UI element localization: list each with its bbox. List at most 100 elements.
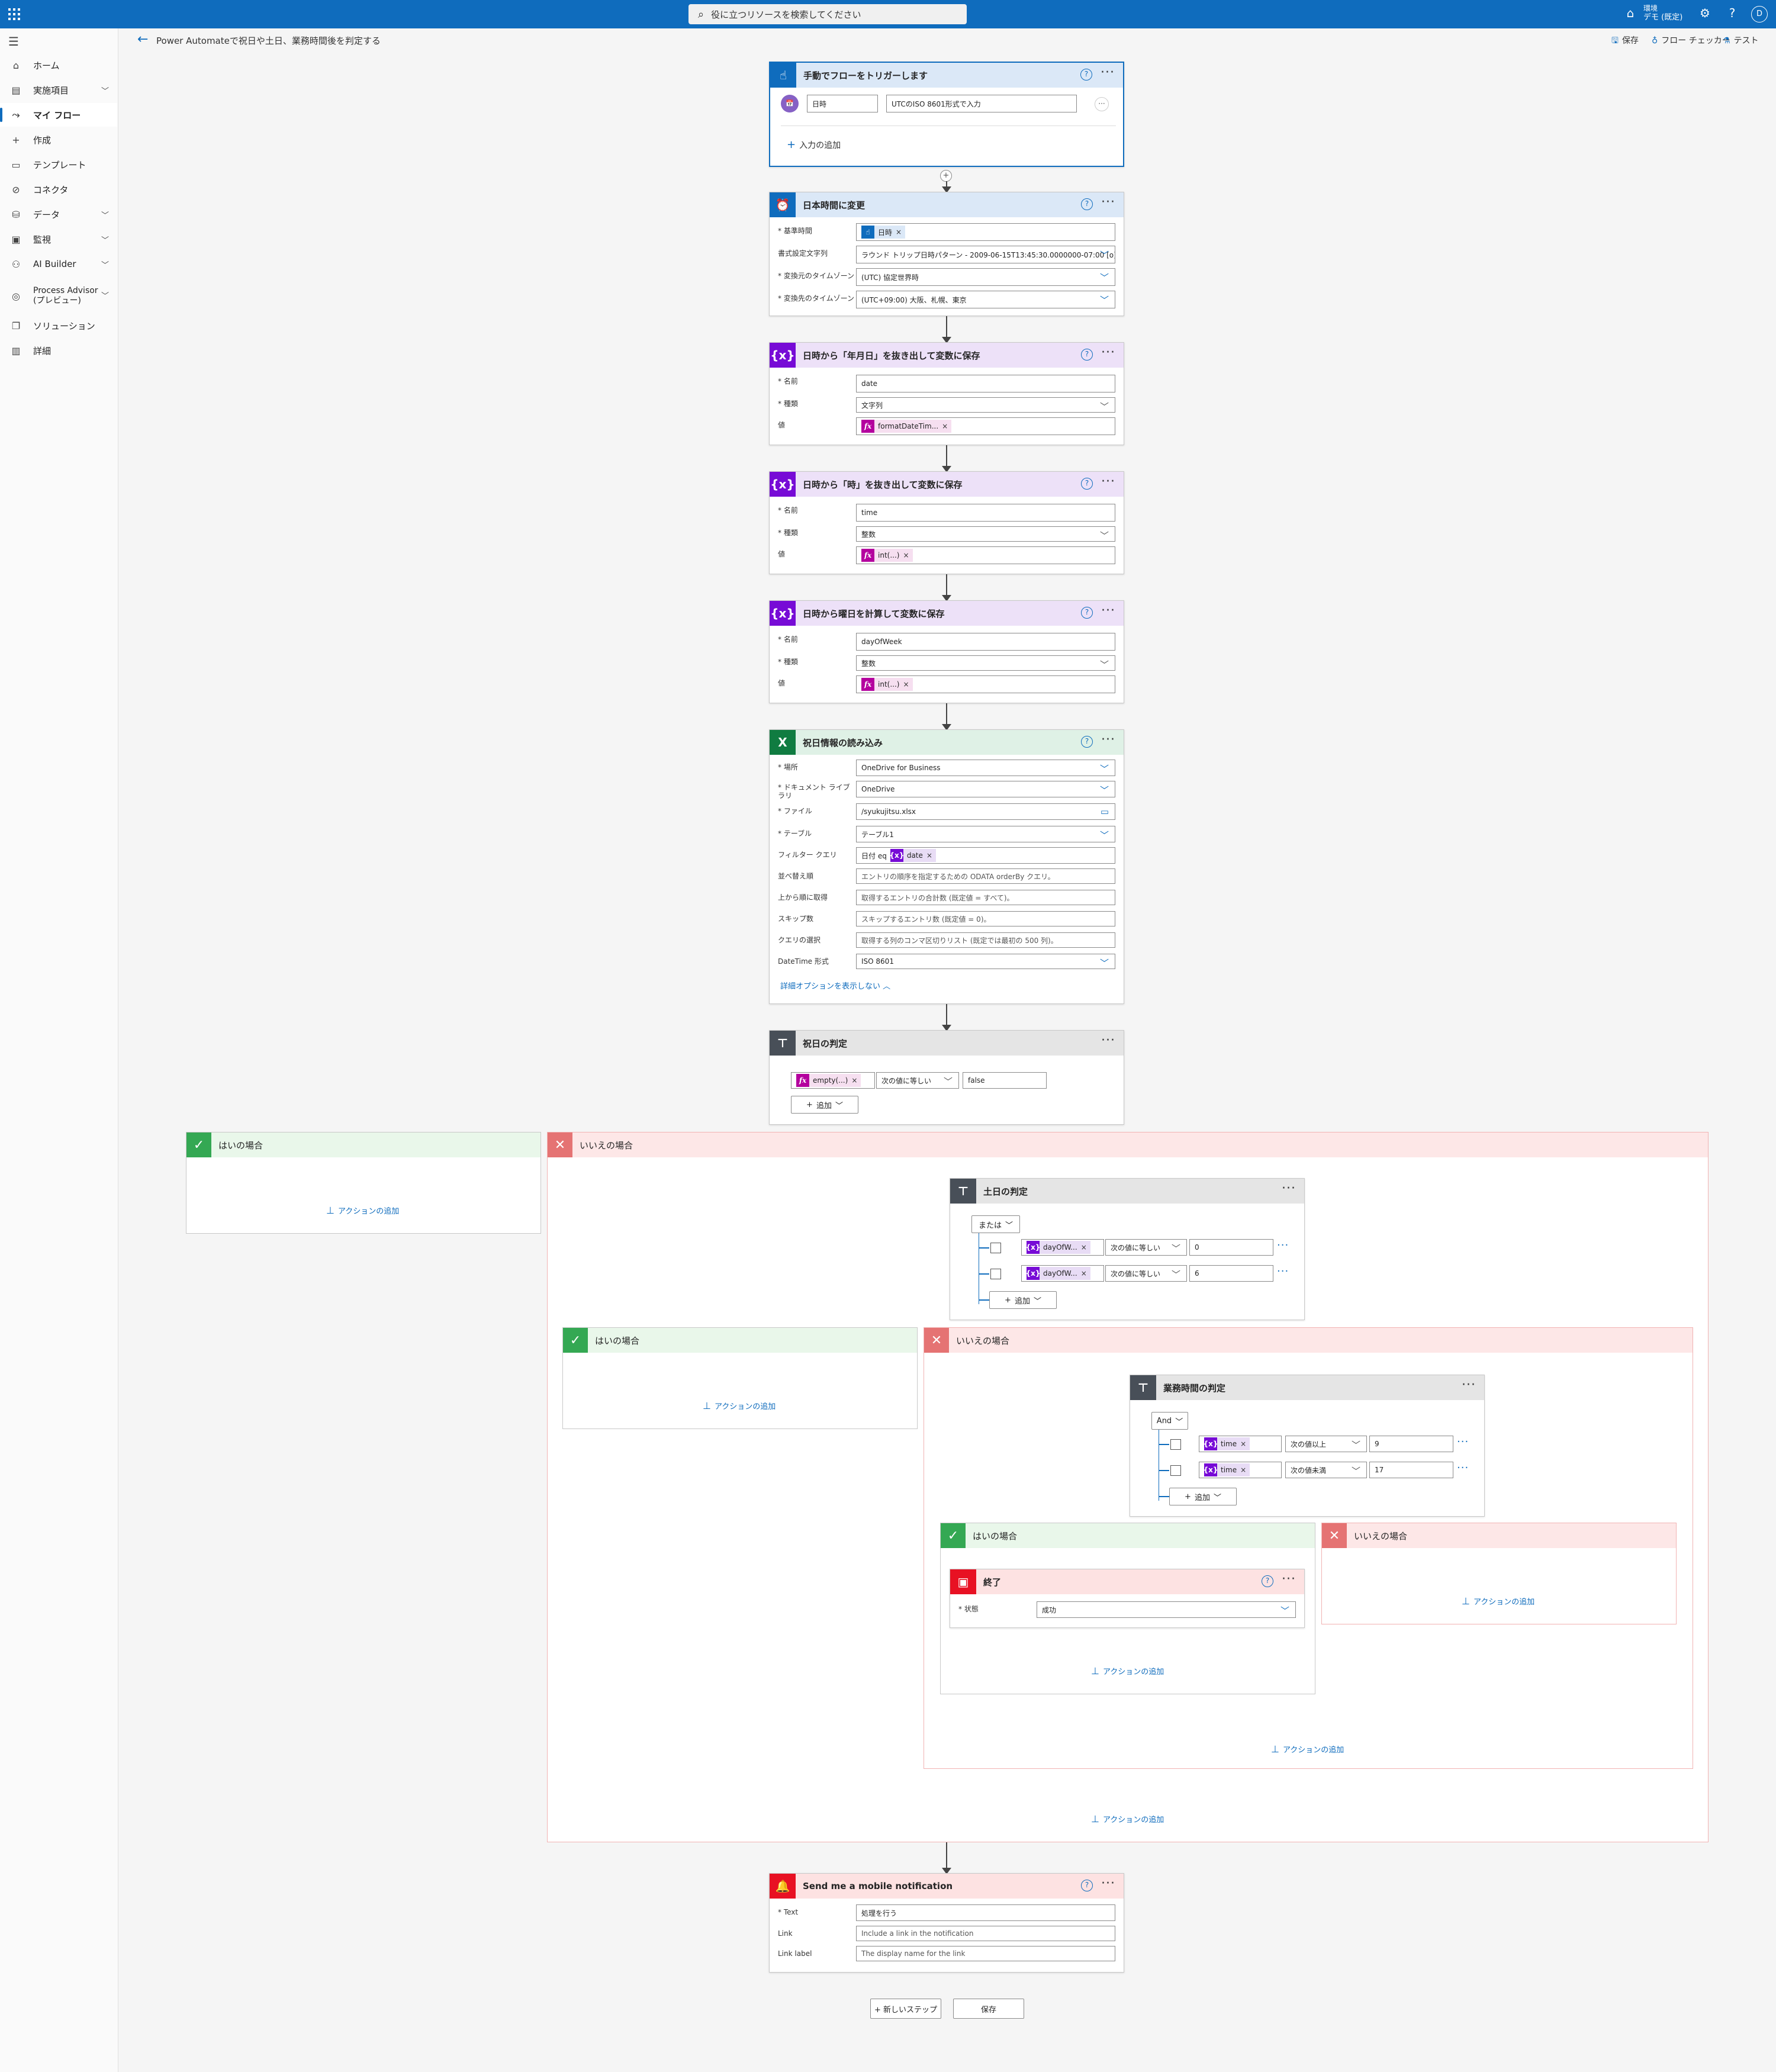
add-condition-button[interactable]: +追加﹀: [791, 1096, 858, 1114]
nav-solutions[interactable]: ❐ソリューション: [0, 314, 117, 337]
row-select-checkbox[interactable]: [990, 1243, 1001, 1253]
remove-token-icon[interactable]: ×: [851, 1076, 858, 1085]
condition-right-operand[interactable]: 17: [1369, 1462, 1453, 1478]
row-select-checkbox[interactable]: [1170, 1465, 1181, 1476]
more-options-icon[interactable]: ···: [1101, 195, 1115, 210]
logic-operator-dropdown[interactable]: And﹀: [1151, 1412, 1188, 1430]
condition-operator-dropdown[interactable]: 次の値未満﹀: [1285, 1462, 1367, 1478]
status-dropdown[interactable]: 成功﹀: [1037, 1601, 1296, 1618]
add-condition-button[interactable]: +追加﹀: [1169, 1488, 1237, 1505]
excel-list-rows-card[interactable]: X 祝日情報の読み込み ? ··· * 場所 OneDrive for Busi…: [769, 729, 1124, 1004]
trigger-card[interactable]: ☝ 手動でフローをトリガーします ? ··· 📅 日時 UTCのISO 8601…: [769, 62, 1124, 167]
nav-monitor[interactable]: ▣監視﹀: [0, 227, 117, 251]
row-more-icon[interactable]: ···: [1457, 1436, 1469, 1448]
help-icon[interactable]: ?: [1729, 6, 1736, 20]
more-options-icon[interactable]: ···: [1282, 1572, 1296, 1587]
add-action-link[interactable]: ⊥アクションの追加: [1091, 1665, 1164, 1677]
add-action-link[interactable]: ⊥アクションの追加: [1271, 1743, 1344, 1755]
help-icon[interactable]: ?: [1081, 198, 1093, 210]
help-icon[interactable]: ?: [1081, 1880, 1093, 1891]
back-arrow-icon[interactable]: ←: [137, 32, 149, 47]
input-more-icon[interactable]: ···: [1095, 97, 1109, 111]
filter-query-field[interactable]: 日付 eq{x}date×: [856, 847, 1115, 864]
notification-text-field[interactable]: 処理を行う: [856, 1904, 1115, 1921]
search-box[interactable]: ⌕役に立つリソースを検索してください: [688, 4, 967, 24]
help-icon[interactable]: ?: [1081, 478, 1093, 490]
insert-step-plus-icon[interactable]: +: [940, 170, 952, 182]
variable-name-field[interactable]: dayOfWeek: [856, 633, 1115, 651]
terminate-card[interactable]: ▣ 終了 ? ··· * 状態 成功﹀: [950, 1569, 1305, 1628]
remove-token-icon[interactable]: ×: [903, 551, 909, 559]
business-hours-condition-card[interactable]: ⊤ 業務時間の判定 ··· And﹀ {x}time× 次の値以上﹀ 9 ···…: [1130, 1375, 1485, 1517]
hamburger-menu-icon[interactable]: ☰: [8, 34, 19, 49]
remove-token-icon[interactable]: ×: [926, 851, 932, 860]
skip-count-field[interactable]: スキップするエントリ数 (既定値 = 0)。: [856, 911, 1115, 926]
more-options-icon[interactable]: ···: [1101, 474, 1115, 489]
more-options-icon[interactable]: ···: [1101, 1876, 1115, 1891]
variable-token[interactable]: {x}dayOfW...×: [1026, 1241, 1090, 1254]
top-count-field[interactable]: 取得するエントリの合計数 (既定値 = すべて)。: [856, 890, 1115, 905]
nav-connectors[interactable]: ⊘コネクタ: [0, 178, 117, 201]
remove-token-icon[interactable]: ×: [896, 228, 902, 236]
environment-picker[interactable]: 環境 デモ (既定): [1643, 4, 1682, 22]
variable-token[interactable]: {x}date×: [889, 849, 936, 862]
notification-link-field[interactable]: Include a link in the notification: [856, 1926, 1115, 1941]
flow-checker-command[interactable]: ♁フロー チェッカー: [1652, 36, 1730, 46]
add-action-link[interactable]: ⊥アクションの追加: [326, 1205, 400, 1216]
location-dropdown[interactable]: OneDrive for Business﹀: [856, 760, 1115, 776]
nav-home[interactable]: ⌂ホーム: [0, 53, 117, 77]
more-options-icon[interactable]: ···: [1101, 603, 1115, 618]
folder-icon[interactable]: ▭: [1100, 806, 1109, 817]
hide-advanced-options-link[interactable]: 詳細オプションを表示しない ︿: [780, 982, 891, 991]
more-options-icon[interactable]: ···: [1101, 1033, 1115, 1048]
condition-right-operand[interactable]: 9: [1369, 1436, 1453, 1452]
help-icon[interactable]: ?: [1081, 349, 1093, 361]
more-options-icon[interactable]: ···: [1101, 345, 1115, 360]
save-button[interactable]: 保存: [953, 1999, 1024, 2019]
help-icon[interactable]: ?: [1081, 607, 1093, 619]
input-description-field[interactable]: UTCのISO 8601形式で入力: [886, 95, 1077, 112]
row-more-icon[interactable]: ···: [1277, 1239, 1289, 1251]
more-options-icon[interactable]: ···: [1101, 732, 1115, 747]
row-more-icon[interactable]: ···: [1457, 1462, 1469, 1474]
document-library-dropdown[interactable]: OneDrive﹀: [856, 781, 1115, 797]
app-launcher-icon[interactable]: [7, 7, 21, 21]
condition-operator-dropdown[interactable]: 次の値以上﹀: [1285, 1436, 1367, 1452]
add-condition-button[interactable]: +追加﹀: [989, 1291, 1057, 1309]
target-timezone-dropdown[interactable]: (UTC+09:00) 大阪、札幌、東京﹀: [856, 291, 1115, 308]
help-icon[interactable]: ?: [1081, 736, 1093, 748]
nav-templates[interactable]: ▭テンプレート: [0, 153, 117, 176]
variable-type-dropdown[interactable]: 文字列﹀: [856, 397, 1115, 413]
condition-right-operand[interactable]: 0: [1189, 1239, 1273, 1256]
variable-type-dropdown[interactable]: 整数﹀: [856, 655, 1115, 671]
user-avatar[interactable]: D: [1751, 6, 1768, 22]
remove-token-icon[interactable]: ×: [903, 680, 909, 688]
test-command[interactable]: ⚗テスト: [1723, 36, 1759, 46]
variable-type-dropdown[interactable]: 整数﹀: [856, 526, 1115, 542]
nav-ai-builder[interactable]: ⚇AI Builder﹀: [0, 252, 117, 276]
condition-right-operand[interactable]: 6: [1189, 1265, 1273, 1282]
weekend-condition-card[interactable]: ⊤ 土日の判定 ··· または﹀ {x}dayOfW...× 次の値に等しい﹀ …: [950, 1178, 1305, 1320]
remove-token-icon[interactable]: ×: [1080, 1269, 1087, 1278]
add-action-link[interactable]: ⊥アクションの追加: [1462, 1595, 1535, 1607]
help-icon[interactable]: ?: [1262, 1575, 1273, 1587]
nav-data[interactable]: ⛁データ﹀: [0, 202, 117, 226]
row-more-icon[interactable]: ···: [1277, 1265, 1289, 1278]
remove-token-icon[interactable]: ×: [1240, 1440, 1247, 1448]
help-icon[interactable]: ?: [1080, 69, 1092, 81]
more-options-icon[interactable]: ···: [1462, 1378, 1476, 1392]
row-select-checkbox[interactable]: [1170, 1439, 1181, 1450]
datetime-format-dropdown[interactable]: ISO 8601﹀: [856, 954, 1115, 969]
more-options-icon[interactable]: ···: [1282, 1181, 1296, 1196]
file-field[interactable]: /syukujitsu.xlsx▭: [856, 803, 1115, 820]
init-variable-date-card[interactable]: {x} 日時から「年月日」を抜き出して変数に保存 ? ··· * 名前 date…: [769, 342, 1124, 445]
variable-token[interactable]: {x}time×: [1204, 1437, 1250, 1450]
nav-action-items[interactable]: ▤実施項目﹀: [0, 78, 117, 102]
